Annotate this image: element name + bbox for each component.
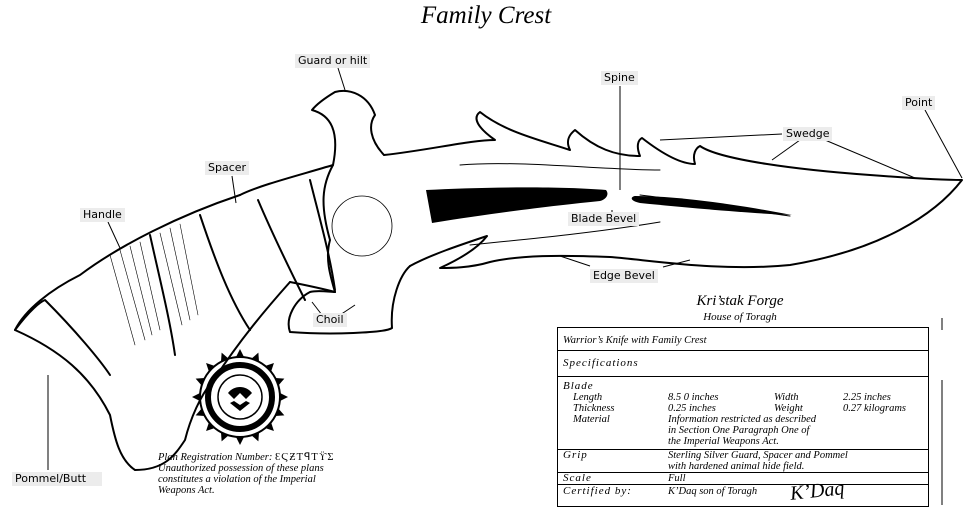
spec-material-label: Material <box>573 414 610 425</box>
spec-divider <box>557 449 929 450</box>
spec-grip-line2: with hardened animal hide field. <box>668 461 805 472</box>
fuller-right <box>631 196 792 215</box>
klingon-seal-icon <box>192 349 288 445</box>
blade-outline <box>383 111 963 269</box>
label-blade-bevel: Blade Bevel <box>568 212 640 226</box>
spec-scale-label: Scale <box>563 472 592 484</box>
forge-title: Kri’stak Forge <box>696 293 784 309</box>
spec-divider <box>557 376 929 377</box>
spec-material-line1: Information restricted as described <box>668 414 817 425</box>
crest-ring <box>331 195 393 257</box>
spec-divider <box>557 350 929 351</box>
spec-material-line3: the Imperial Weapons Act. <box>668 436 779 447</box>
label-spine: Spine <box>601 71 638 85</box>
label-spacer: Spacer <box>205 161 250 175</box>
plan-line3: constitutes a violation of the Imperial <box>158 474 316 485</box>
guard-lower <box>287 265 411 335</box>
plan-line2: Unauthorized possession of these plans <box>158 463 324 474</box>
guard-outline <box>311 90 385 293</box>
spec-certified-label: Certified by: <box>563 485 632 497</box>
label-guard: Guard or hilt <box>295 54 371 68</box>
spec-width-label: Width <box>774 392 799 403</box>
spec-divider <box>557 472 929 473</box>
spec-material-line2: in Section One Paragraph One of <box>668 425 810 436</box>
diagram-title: Family Crest <box>420 2 552 29</box>
fuller-left <box>426 187 608 223</box>
plan-line4: Weapons Act. <box>158 485 215 496</box>
label-point: Point <box>902 96 936 110</box>
label-pommel: Pommel/Butt <box>12 472 103 486</box>
spec-grip-label: Grip <box>563 449 588 461</box>
label-edge-bevel: Edge Bevel <box>590 269 658 283</box>
spec-thickness-value: 0.25 inches <box>668 403 716 414</box>
spec-grip-line1: Sterling Silver Guard, Spacer and Pommel <box>668 450 848 461</box>
plan-notice: Plan Registration Number: ƐϚƵƬꟼƬϔƩ Unaut… <box>158 452 334 496</box>
specification-table: Warrior’s Knife with Family Crest Specif… <box>557 327 929 507</box>
spec-heading: Specifications <box>563 357 639 369</box>
label-swedge: Swedge <box>783 127 833 141</box>
spec-scale-value: Full <box>668 473 686 484</box>
plan-registration: Plan Registration Number: ƐϚƵƬꟼƬϔƩ <box>158 452 335 463</box>
spec-certified-value: K’Daq son of Toragh <box>668 486 758 497</box>
spec-width-value: 2.25 inches <box>843 392 891 403</box>
spec-divider <box>557 484 929 485</box>
spec-thickness-label: Thickness <box>573 403 615 414</box>
label-handle: Handle <box>80 208 125 222</box>
forge-house: House of Toragh <box>703 311 777 323</box>
pommel-outline <box>14 299 111 376</box>
spec-length-label: Length <box>573 392 603 403</box>
spec-length-value: 8.5 0 inches <box>668 392 719 403</box>
spec-weight-value: 0.27 kilograms <box>843 403 906 414</box>
spec-weight-label: Weight <box>774 403 803 414</box>
spec-blade-label: Blade <box>563 380 594 392</box>
label-choil: Choil <box>313 313 347 327</box>
spacer-outline <box>239 164 336 293</box>
spec-item: Warrior’s Knife with Family Crest <box>563 335 707 346</box>
